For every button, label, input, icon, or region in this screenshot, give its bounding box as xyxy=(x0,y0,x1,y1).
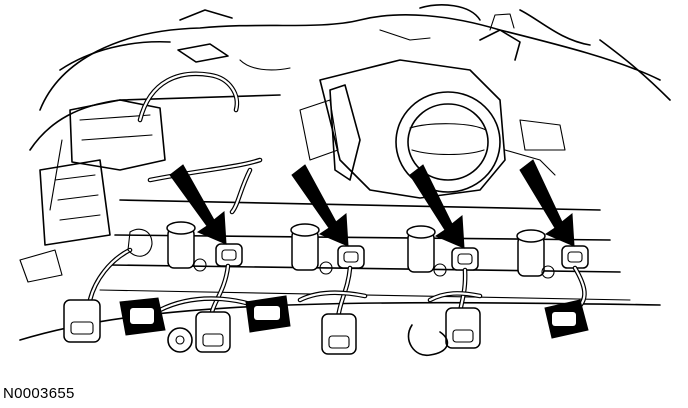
figure-reference-id: N0003655 xyxy=(3,385,75,402)
harness-plug-2 xyxy=(119,297,166,336)
fuel-injectors xyxy=(166,221,555,279)
upper-hose xyxy=(137,71,240,123)
intake-runner-box xyxy=(39,99,166,246)
throttle-body xyxy=(299,59,566,199)
harness-plug-3 xyxy=(195,311,231,353)
injector-connector-3 xyxy=(451,247,479,271)
injector-2 xyxy=(290,223,320,271)
harness-plugs xyxy=(19,228,589,356)
harness-plug-6 xyxy=(445,307,481,349)
injector-1 xyxy=(166,221,196,269)
callout-arrow-1 xyxy=(169,164,227,245)
injector-connector-4 xyxy=(561,245,589,269)
callout-arrow-4 xyxy=(519,159,575,247)
injector-3 xyxy=(406,225,436,273)
wiring-harness xyxy=(87,157,587,321)
injector-connector-2 xyxy=(337,245,365,269)
harness-plug-7 xyxy=(544,299,589,339)
injector-connectors xyxy=(215,243,589,271)
injector-connector-1 xyxy=(215,243,243,267)
callout-arrows xyxy=(169,159,575,249)
harness-plug-5 xyxy=(321,313,357,355)
callout-arrow-3 xyxy=(409,164,465,249)
injector-4 xyxy=(516,229,546,277)
upper-intake-outline xyxy=(29,4,671,151)
callout-arrow-2 xyxy=(291,164,349,247)
harness-plug-1 xyxy=(63,299,101,343)
harness-plug-4 xyxy=(245,295,291,333)
